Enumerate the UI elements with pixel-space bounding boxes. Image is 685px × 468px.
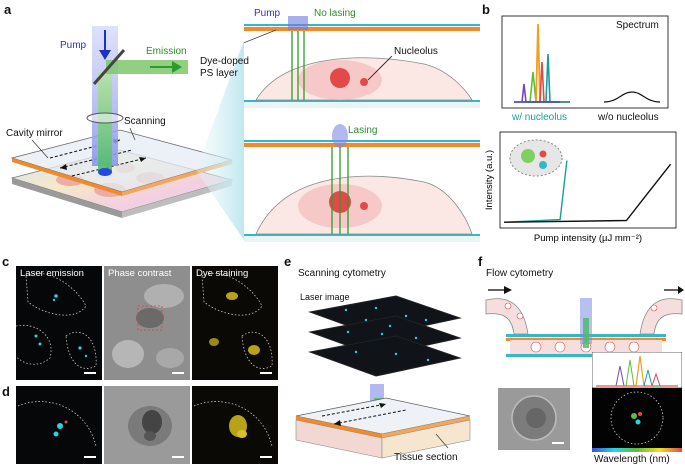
laser-emission-zoom [16,386,102,464]
objective-lens [86,112,124,124]
emission-arrow [172,61,182,73]
panel-label-c: c [2,254,10,269]
panel-label-d: d [2,384,10,399]
lasing-label: Lasing [348,125,378,136]
flow-cytometry-title: Flow cytometry [486,268,554,279]
no-lasing-diagram [244,16,480,108]
laser-image-layer-3 [308,335,462,377]
flow-phase-image [498,388,570,450]
panel-label-b: b [482,2,490,17]
scanning-label: Scanning [124,116,166,127]
laser-emission-title: Laser emission [20,268,84,279]
nucleolus-small [360,78,368,86]
panel-label-a: a [4,2,12,17]
panel-a-cavity-diagrams [244,16,480,242]
flow-channel-diagram [485,286,684,357]
spectrum-title: Spectrum [616,20,659,31]
nucleolus-label: Nucleolus [394,46,438,57]
without-nucleolus-label: w/o nucleolus [598,112,659,123]
scanning-cytometry-diagram [295,295,471,459]
scale-bar [84,456,96,458]
lasing-diagram [244,124,480,242]
threshold-chart: Intensity (a.u.) Pump intensity (µJ mm⁻²… [484,131,677,244]
laser-emission-image: Laser emission [16,266,102,380]
panel-label-e: e [284,254,292,269]
inset-cell [509,139,563,177]
dichroic-mirror [92,49,126,85]
zoom-connector [196,40,244,240]
threshold-series-1 [503,163,672,223]
scale-bar [260,456,272,458]
phase-contrast-zoom [104,386,190,464]
inset-green-dot [521,149,535,163]
flow-spectrum-inset [592,352,682,388]
spectrum-broad-peak [603,91,661,103]
scale-bar [172,372,184,374]
emission-beam-horizontal [106,60,188,74]
with-nucleolus-label: w/ nucleolus [512,112,568,123]
y-axis-label: Intensity (a.u.) [484,150,495,210]
emission-label: Emission [146,46,187,57]
wavelength-label: Wavelength (nm) [594,454,670,465]
no-lasing-label: No lasing [314,8,356,19]
scanning-cytometry-title: Scanning cytometry [298,268,386,279]
nucleolus-large [330,68,350,88]
scale-bar [172,456,184,458]
dye-staining-image: Dye staining [192,266,278,380]
inset-cyan-dot [539,161,547,169]
x-axis-label: Pump intensity (µJ mm⁻²) [534,233,642,244]
scale-bar [260,372,272,374]
phase-contrast-image: Phase contrast [104,266,190,380]
wavelength-colorbar [592,448,682,452]
panel-label-f: f [478,254,483,269]
pump-arrow [99,50,111,60]
dye-staining-title: Dye staining [196,268,249,279]
flow-laser-image [592,388,682,448]
dye-layer-label: Dye-doped PS layer [200,56,249,79]
phase-contrast-title: Phase contrast [108,268,172,279]
scale-bar [84,372,96,374]
tissue-section-label: Tissue section [394,452,458,463]
inset-red-dot [539,150,547,158]
scale-bar [552,442,564,444]
outlet-tube [639,298,683,335]
cavity-mirror-label: Cavity mirror [6,128,63,139]
dye-staining-zoom [192,386,278,464]
laser-image-label: Laser image [300,292,350,302]
top-pump-label: Pump [254,8,281,19]
pump-label: Pump [60,40,87,51]
spectrum-plot [501,15,669,109]
